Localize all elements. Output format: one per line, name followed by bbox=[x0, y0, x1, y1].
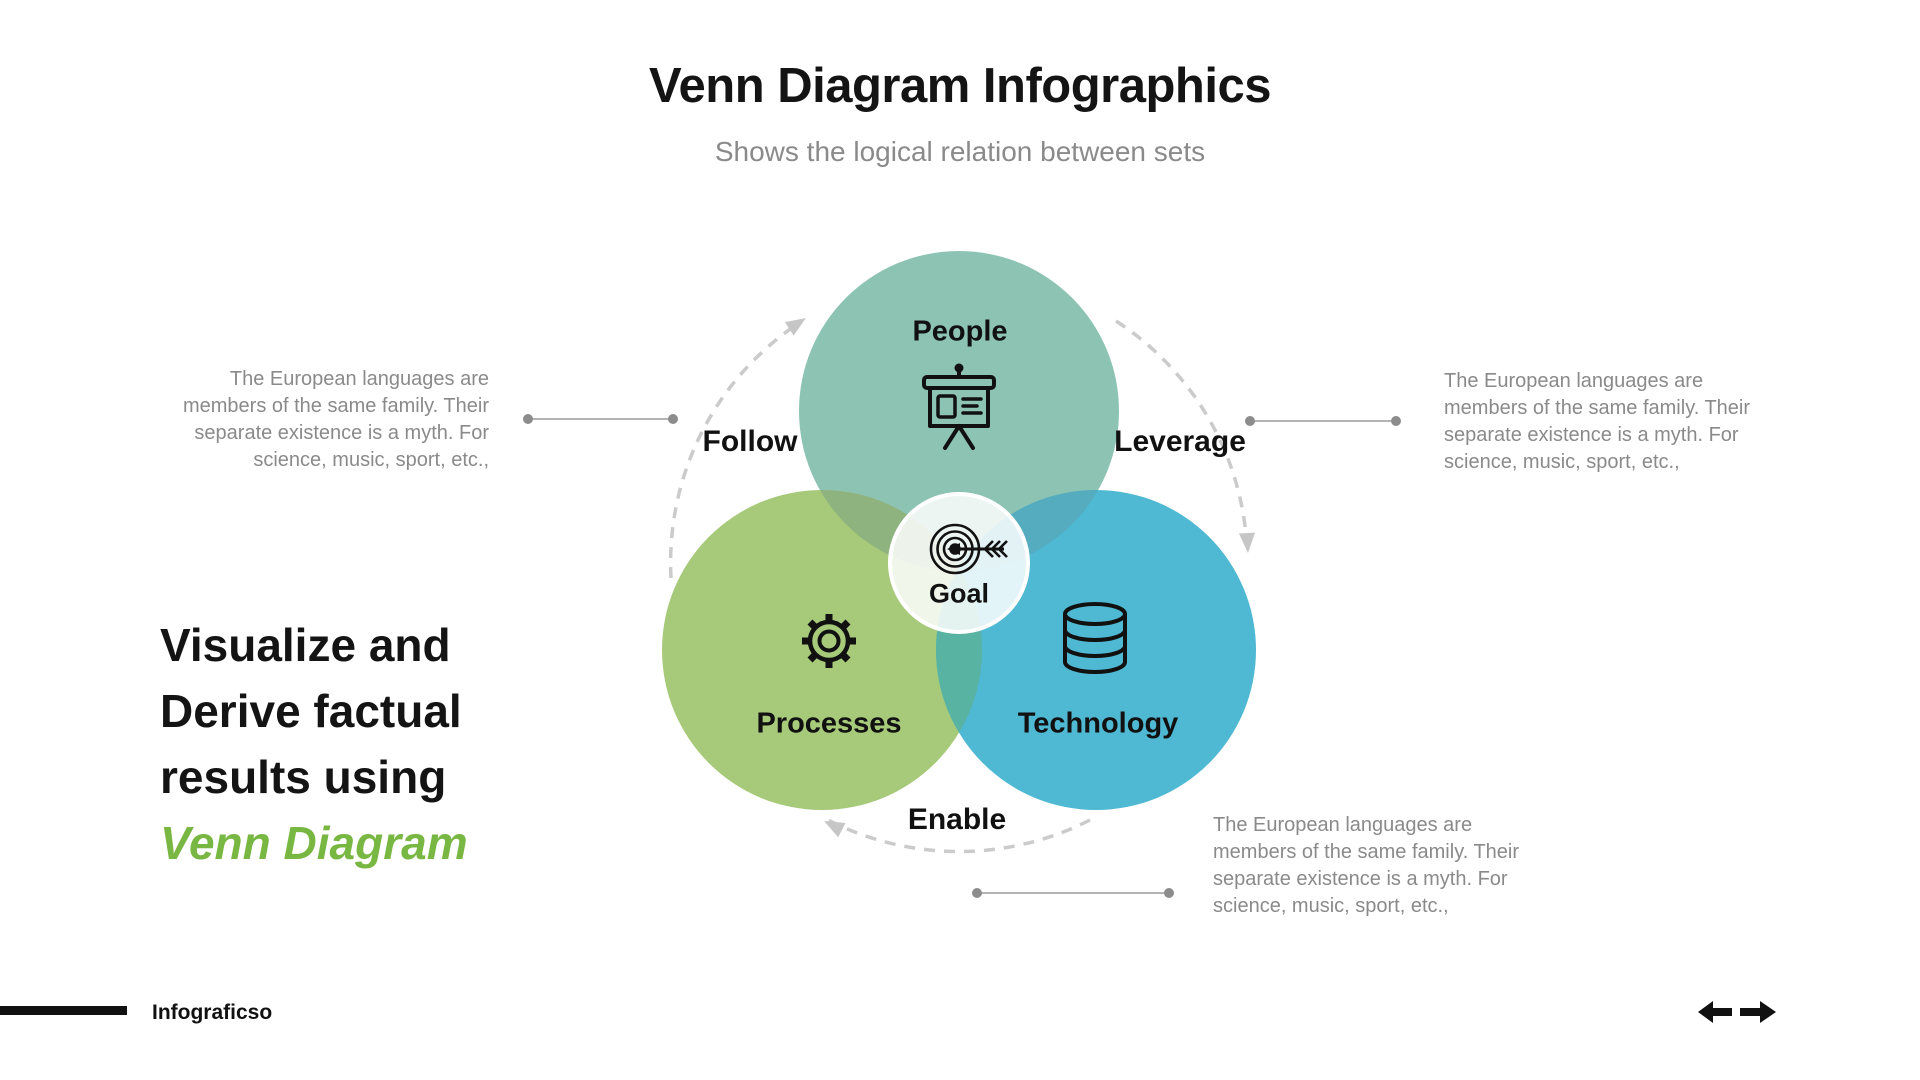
database-icon bbox=[1063, 602, 1127, 674]
cycle-label-leverage: Leverage bbox=[1114, 425, 1246, 458]
annotation-bottom: The European languages are members of th… bbox=[1213, 812, 1553, 920]
brand-name: Infograficso bbox=[152, 1001, 273, 1024]
annotation-line: science, music, sport, etc., bbox=[1444, 451, 1680, 473]
annotation-line: science, music, sport, etc., bbox=[1213, 895, 1449, 917]
annotation-line: separate existence is a myth. For bbox=[194, 422, 489, 444]
annotation-line: members of the same family. Their bbox=[1213, 841, 1520, 863]
headline-line: Derive factual bbox=[160, 685, 462, 737]
connector-dot bbox=[523, 414, 533, 424]
headline-line: Visualize and bbox=[160, 619, 451, 671]
page-title: Venn Diagram Infographics bbox=[649, 59, 1271, 113]
annotation-line: science, music, sport, etc., bbox=[253, 449, 489, 471]
left-arrow-icon[interactable] bbox=[1698, 1000, 1732, 1024]
cycle-label-follow: Follow bbox=[702, 425, 798, 458]
target-arrow-icon bbox=[929, 523, 1008, 575]
cycle-arrowhead-bottom bbox=[824, 821, 846, 838]
annotation-line: separate existence is a myth. For bbox=[1444, 424, 1739, 446]
annotation-line: separate existence is a myth. For bbox=[1213, 868, 1508, 890]
connector-dot bbox=[1391, 416, 1401, 426]
annotation-line: The European languages are bbox=[229, 368, 489, 390]
annotation-right: The European languages are members of th… bbox=[1444, 368, 1784, 476]
cycle-arc-left bbox=[668, 319, 803, 579]
connector-dot bbox=[1164, 888, 1174, 898]
annotation-line: The European languages are bbox=[1213, 814, 1473, 836]
annotation-line: The European languages are bbox=[1444, 370, 1704, 392]
gear-icon bbox=[802, 614, 856, 668]
set-label-processes: Processes bbox=[756, 707, 902, 740]
connector-dot bbox=[668, 414, 678, 424]
right-arrow-icon[interactable] bbox=[1740, 1000, 1776, 1024]
cycle-arrowhead-right bbox=[1238, 532, 1255, 553]
headline: Visualize and Derive factual results usi… bbox=[160, 612, 468, 876]
set-label-technology: Technology bbox=[1017, 707, 1179, 740]
slide-nav bbox=[1698, 998, 1782, 1026]
presentation-board-icon bbox=[922, 363, 996, 450]
annotation-left: The European languages are members of th… bbox=[149, 366, 489, 474]
page-subtitle: Shows the logical relation between sets bbox=[714, 136, 1206, 167]
goal-label: Goal bbox=[928, 578, 990, 609]
footer-accent-bar bbox=[0, 1006, 127, 1015]
connector-dot bbox=[972, 888, 982, 898]
people-set-circle bbox=[799, 251, 1119, 571]
headline-accent: Venn Diagram bbox=[160, 817, 468, 869]
annotation-line: members of the same family. Their bbox=[1444, 397, 1751, 419]
goal-circle bbox=[888, 492, 1030, 634]
annotation-line: members of the same family. Their bbox=[182, 395, 489, 417]
cycle-label-enable: Enable bbox=[907, 803, 1007, 836]
cycle-arrowhead-top bbox=[784, 318, 806, 336]
connector-dot bbox=[1245, 416, 1255, 426]
set-label-people: People bbox=[912, 315, 1008, 348]
headline-line: results using bbox=[160, 751, 447, 803]
